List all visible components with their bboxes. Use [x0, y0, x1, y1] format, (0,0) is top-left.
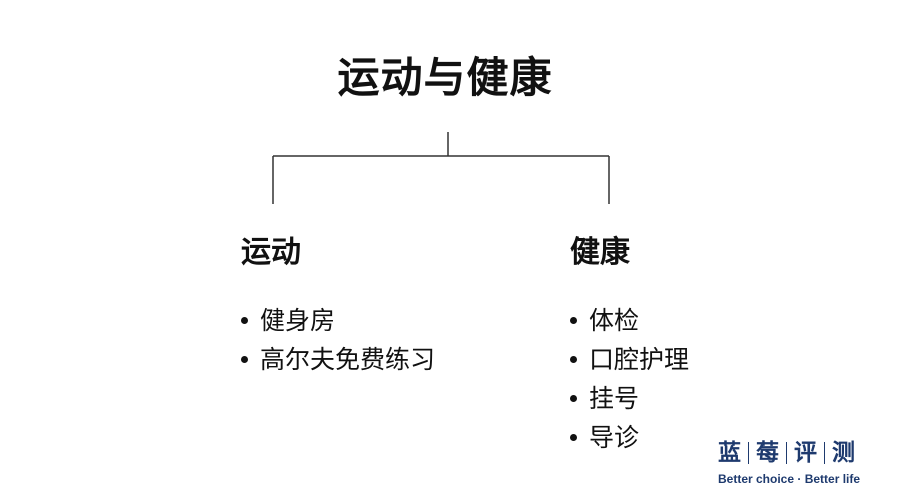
brand-separator	[824, 442, 825, 464]
list-item-label: 挂号	[589, 384, 640, 413]
brand-char: 莓	[756, 440, 779, 466]
list-item: 挂号	[570, 379, 689, 418]
bullet-icon	[241, 317, 248, 324]
list-item-label: 口腔护理	[589, 345, 690, 374]
list-item: 健身房	[241, 301, 435, 340]
brand-char: 蓝	[718, 440, 741, 466]
list-item-label: 高尔夫免费练习	[260, 345, 436, 374]
list-item: 口腔护理	[570, 340, 689, 379]
bullet-icon	[570, 434, 577, 441]
list-item-label: 健身房	[260, 306, 336, 335]
list-item: 高尔夫免费练习	[241, 340, 435, 379]
branch-list-sport: 健身房 高尔夫免费练习	[241, 301, 435, 379]
list-item: 体检	[570, 301, 689, 340]
brand-logo: 蓝 莓 评 测	[718, 438, 878, 468]
diagram-title: 运动与健康	[337, 53, 553, 102]
brand-slogan: Better choice · Better life	[718, 472, 861, 486]
brand-separator	[748, 442, 749, 464]
brand-char: 评	[794, 440, 817, 466]
bullet-icon	[570, 395, 577, 402]
brand-char: 测	[832, 440, 855, 466]
list-item: 导诊	[570, 418, 689, 457]
bullet-icon	[241, 356, 248, 363]
brand-watermark: 蓝 莓 评 测 Better choice · Better life	[718, 438, 878, 487]
list-item-label: 导诊	[589, 423, 640, 452]
branch-list-health: 体检 口腔护理 挂号 导诊	[570, 301, 689, 457]
bullet-icon	[570, 317, 577, 324]
branch-title-health: 健康	[570, 235, 630, 270]
brand-separator	[786, 442, 787, 464]
bullet-icon	[570, 356, 577, 363]
branch-title-sport: 运动	[241, 235, 301, 270]
list-item-label: 体检	[589, 306, 640, 335]
